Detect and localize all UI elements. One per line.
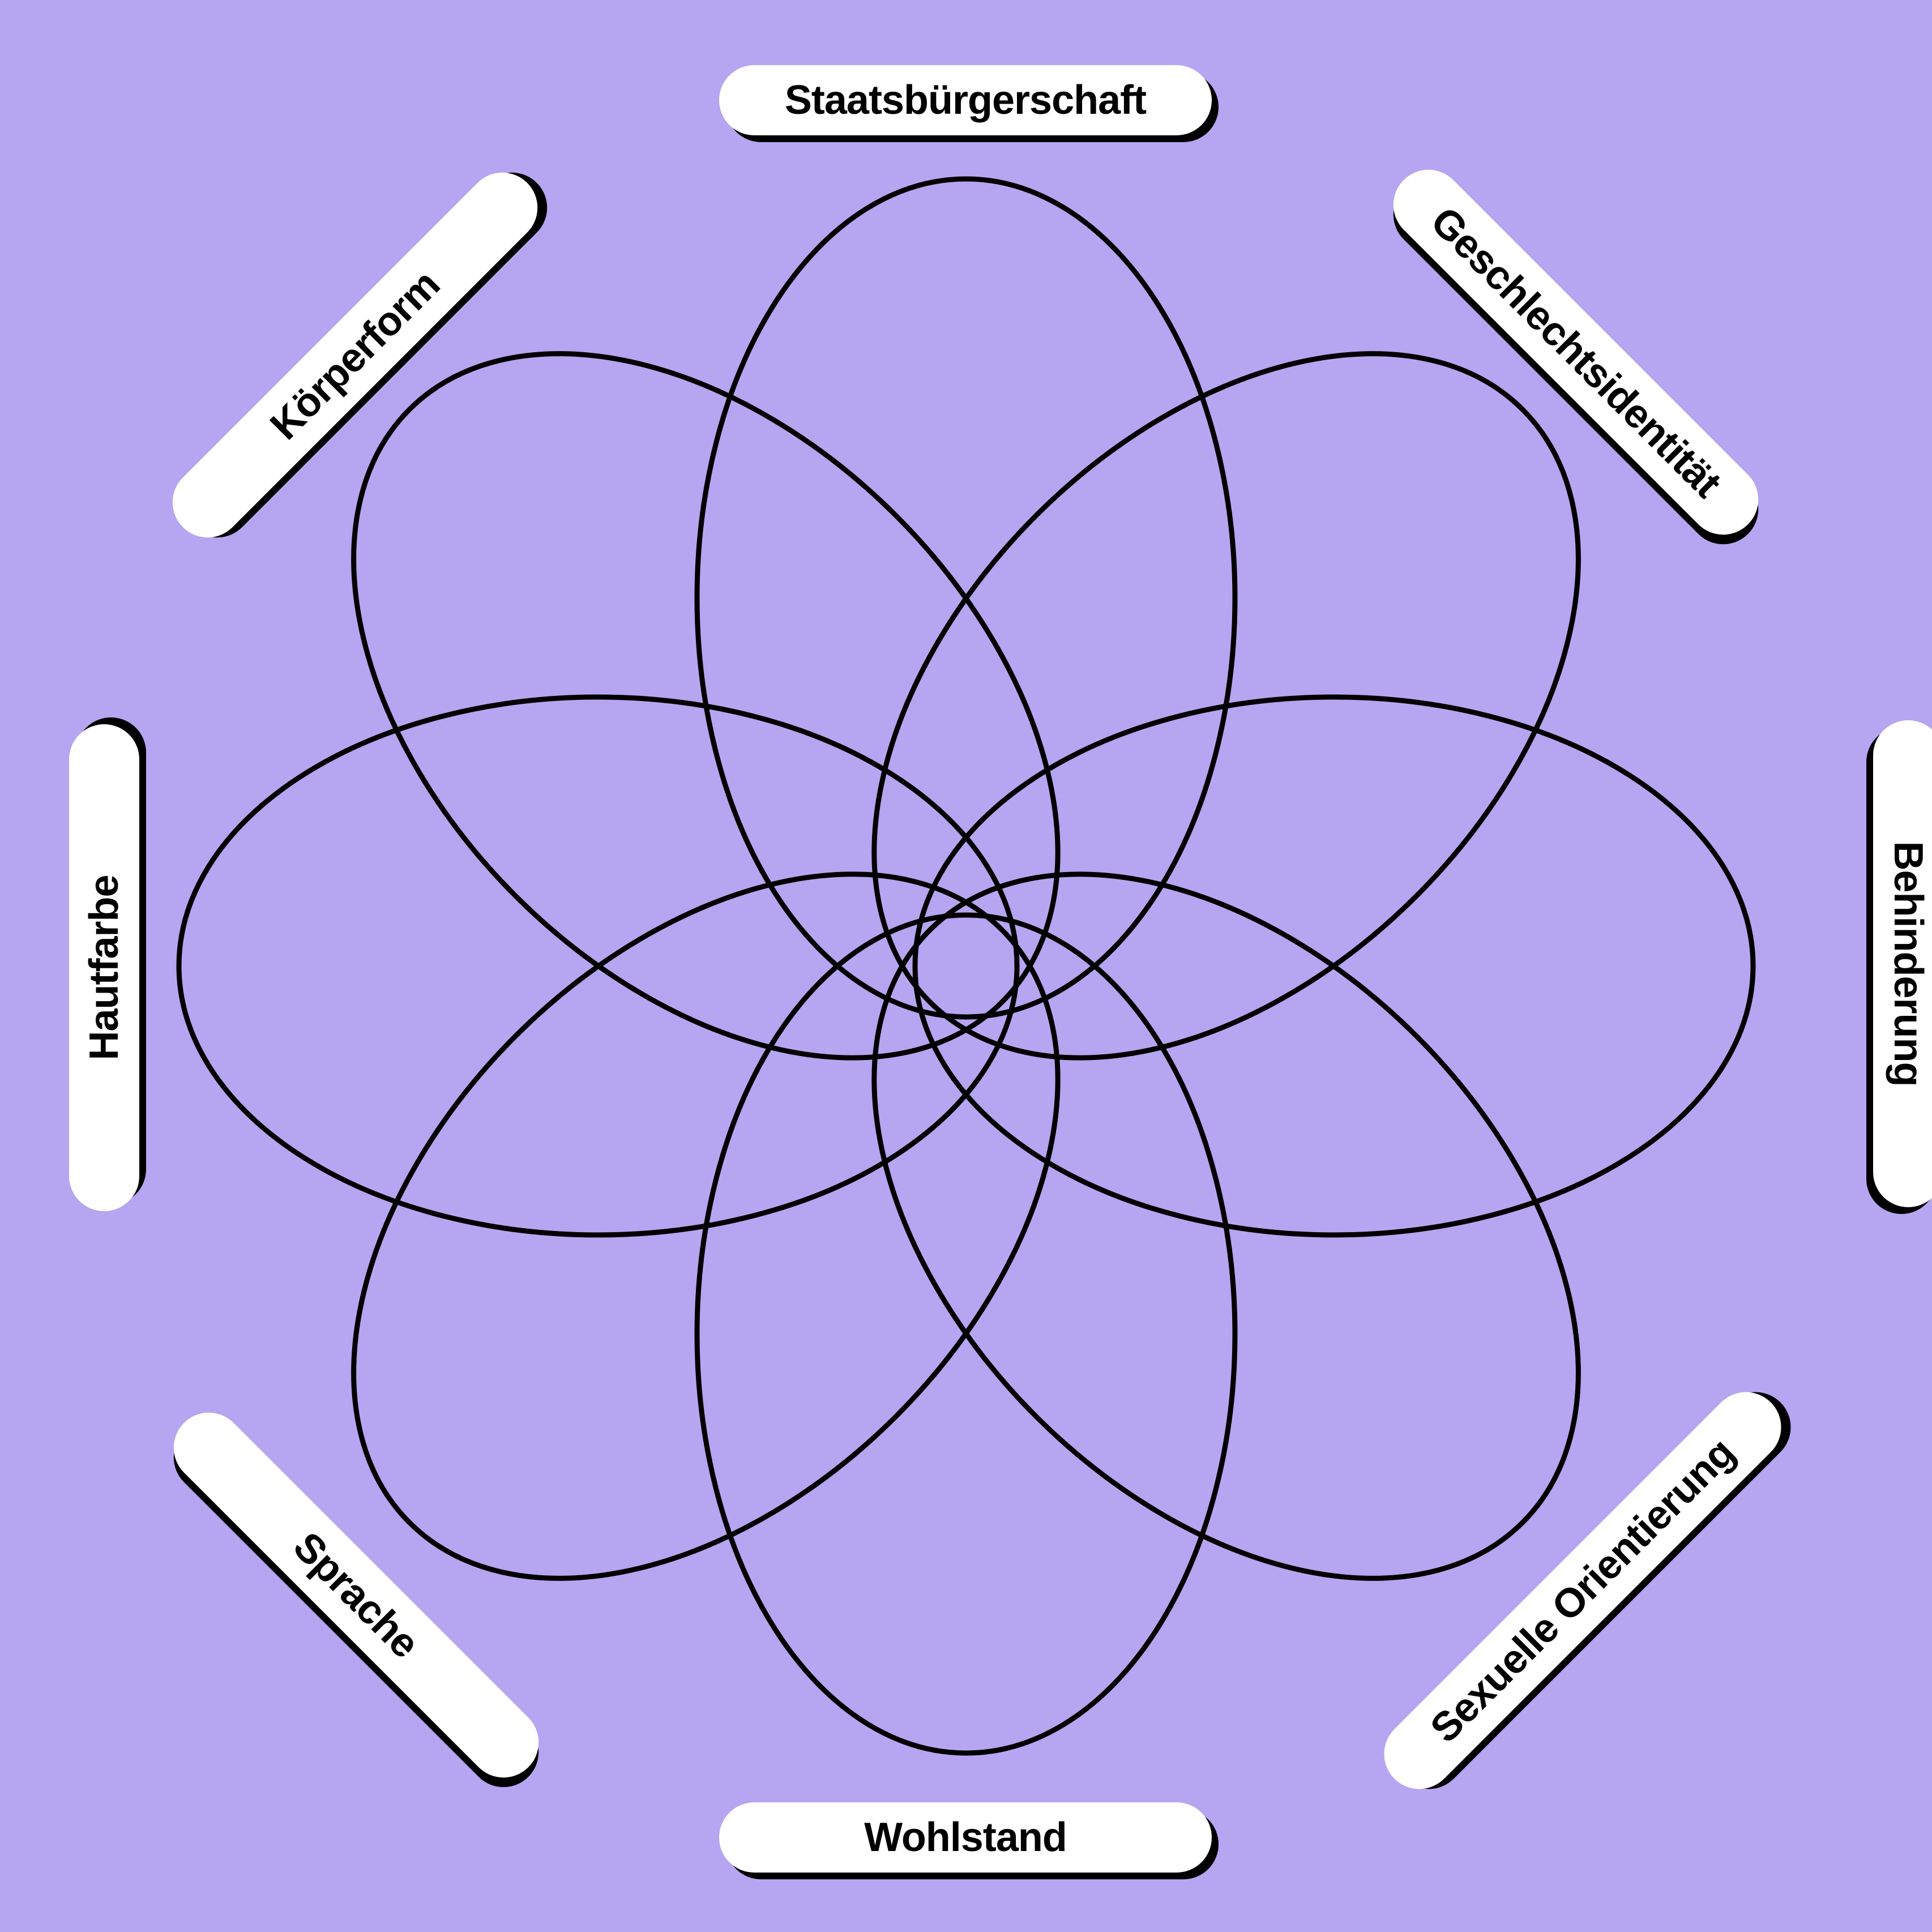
petal-ellipse-3 bbox=[912, 694, 1756, 1238]
petal-ellipse-2 bbox=[871, 351, 1581, 1061]
petal-ellipse-6 bbox=[351, 871, 1061, 1581]
petal-ellipse-4 bbox=[871, 871, 1581, 1581]
label-wohlstand-text: Wohlstand bbox=[864, 1815, 1067, 1860]
petal-ellipse-8 bbox=[351, 351, 1061, 1061]
petal-ellipse-1 bbox=[694, 176, 1238, 1020]
label-behinderung: Behinderung bbox=[1873, 720, 1932, 1207]
petal-ellipse-5 bbox=[694, 912, 1238, 1756]
label-wohlstand: Wohlstand bbox=[719, 1802, 1212, 1873]
label-hautfarbe-text: Hautfarbe bbox=[82, 875, 127, 1061]
label-staatsbuergerschaft-text: Staatsbürgerschaft bbox=[784, 78, 1147, 123]
label-staatsbuergerschaft: Staatsbürgerschaft bbox=[719, 65, 1212, 135]
label-behinderung-text: Behinderung bbox=[1886, 841, 1931, 1087]
petal-ellipse-7 bbox=[176, 694, 1020, 1238]
label-hautfarbe: Hautfarbe bbox=[69, 724, 139, 1211]
